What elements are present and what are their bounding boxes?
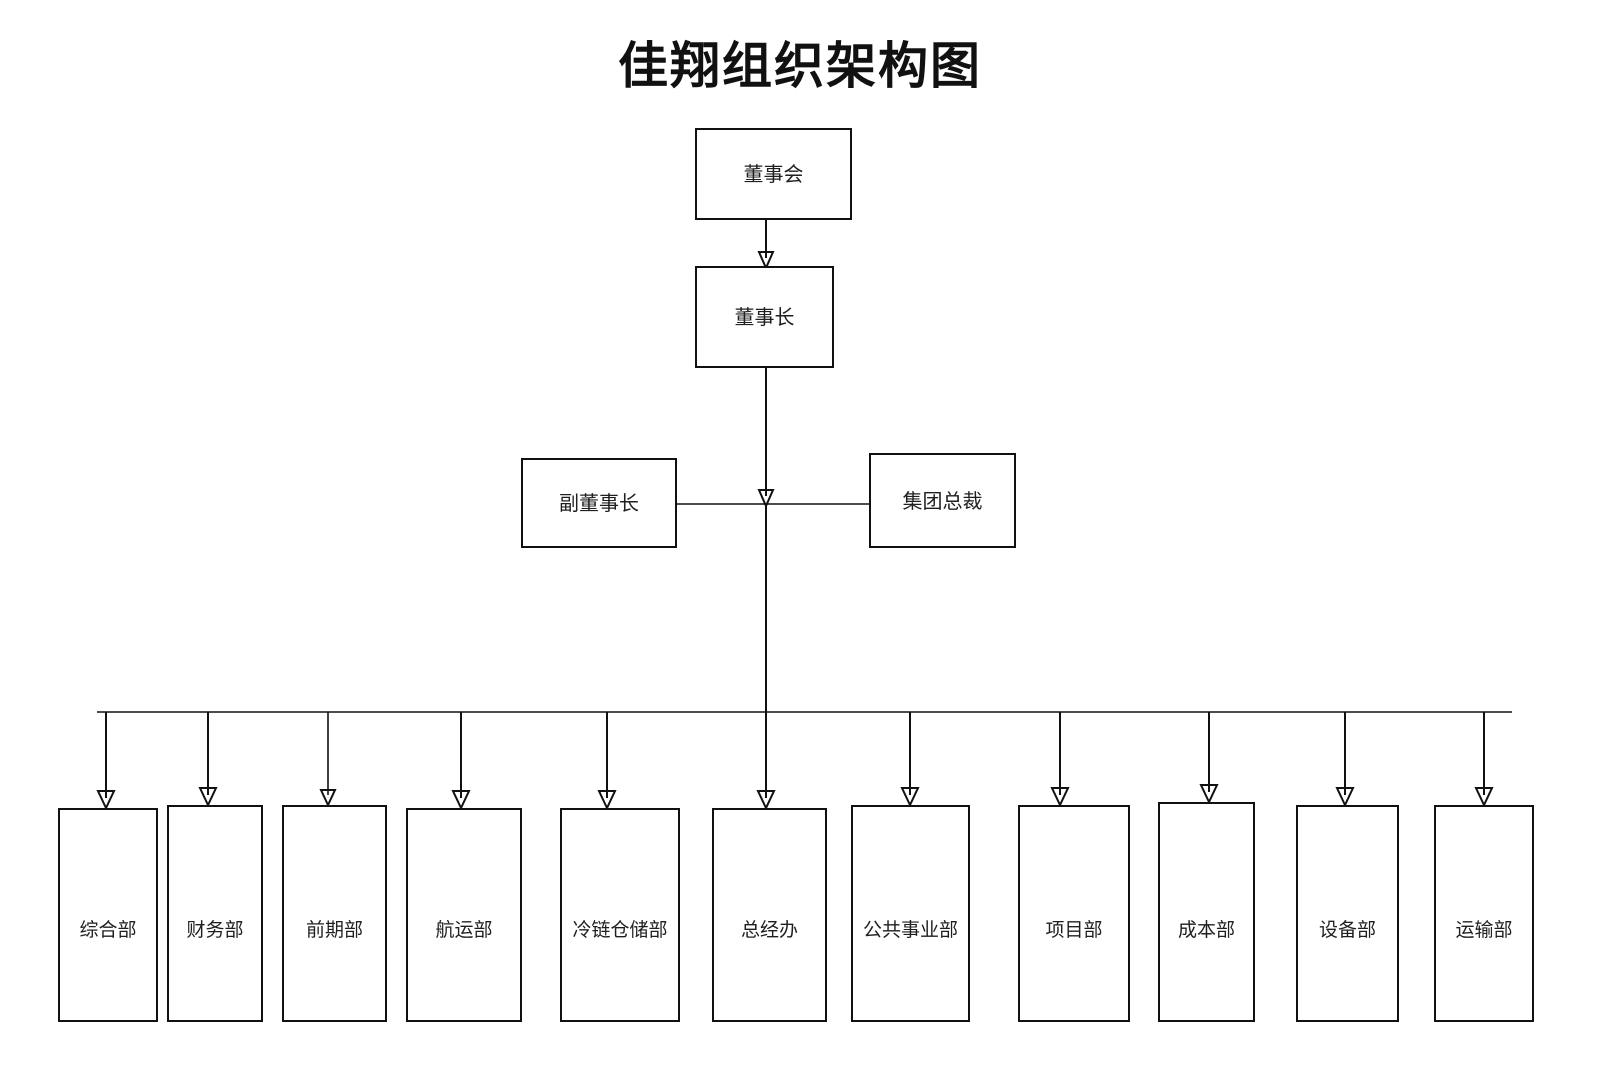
node-department-label: 成本部 <box>1177 919 1235 942</box>
node-group-president-label: 集团总裁 <box>902 488 983 513</box>
node-board-of-directors[interactable]: 董事会 <box>695 128 852 220</box>
arrowhead-drop-6 <box>756 790 776 811</box>
arrowhead-drop-11 <box>1474 787 1494 808</box>
node-department-label: 冷链仓储部 <box>572 919 668 942</box>
node-department[interactable]: 运输部 <box>1434 805 1534 1022</box>
node-department-label: 前期部 <box>305 919 363 942</box>
node-chairman[interactable]: 董事长 <box>695 266 834 368</box>
node-department[interactable]: 设备部 <box>1296 805 1399 1022</box>
node-department-label: 运输部 <box>1455 919 1513 942</box>
node-department[interactable]: 公共事业部 <box>851 805 970 1022</box>
node-chairman-label: 董事长 <box>734 305 795 329</box>
arrowhead-drop-3 <box>319 789 337 808</box>
arrowhead-drop-10 <box>1335 787 1355 808</box>
node-department-label: 航运部 <box>435 919 493 942</box>
node-department[interactable]: 总经办 <box>712 808 827 1022</box>
arrowhead-drop-4 <box>451 790 471 811</box>
node-department-label: 总经办 <box>740 919 798 942</box>
node-department[interactable]: 前期部 <box>282 805 387 1022</box>
node-department-label: 综合部 <box>79 919 137 942</box>
node-department-label: 项目部 <box>1045 919 1103 942</box>
node-department[interactable]: 航运部 <box>406 808 522 1022</box>
node-board-of-directors-label: 董事会 <box>743 162 804 186</box>
node-department-label: 设备部 <box>1318 919 1376 942</box>
node-vice-chairman-label: 副董事长 <box>559 491 639 515</box>
node-department-label: 公共事业部 <box>862 919 958 942</box>
arrowhead-drop-2 <box>198 787 218 808</box>
arrowhead-drop-9 <box>1199 784 1219 805</box>
arrowhead-cross-junction <box>757 489 775 509</box>
arrowhead-drop-7 <box>900 787 920 808</box>
node-department-label: 财务部 <box>186 919 244 942</box>
node-department[interactable]: 成本部 <box>1158 802 1255 1022</box>
node-vice-chairman[interactable]: 副董事长 <box>521 458 677 548</box>
node-group-president[interactable]: 集团总裁 <box>869 453 1016 548</box>
node-department[interactable]: 财务部 <box>167 805 263 1022</box>
node-department[interactable]: 项目部 <box>1018 805 1130 1022</box>
arrowhead-drop-8 <box>1050 787 1070 808</box>
node-department[interactable]: 冷链仓储部 <box>560 808 680 1022</box>
node-department[interactable]: 综合部 <box>58 808 158 1022</box>
arrowhead-drop-1 <box>96 790 116 811</box>
arrowhead-drop-5 <box>597 790 617 811</box>
page-title: 佳翔组织架构图 <box>618 36 982 95</box>
